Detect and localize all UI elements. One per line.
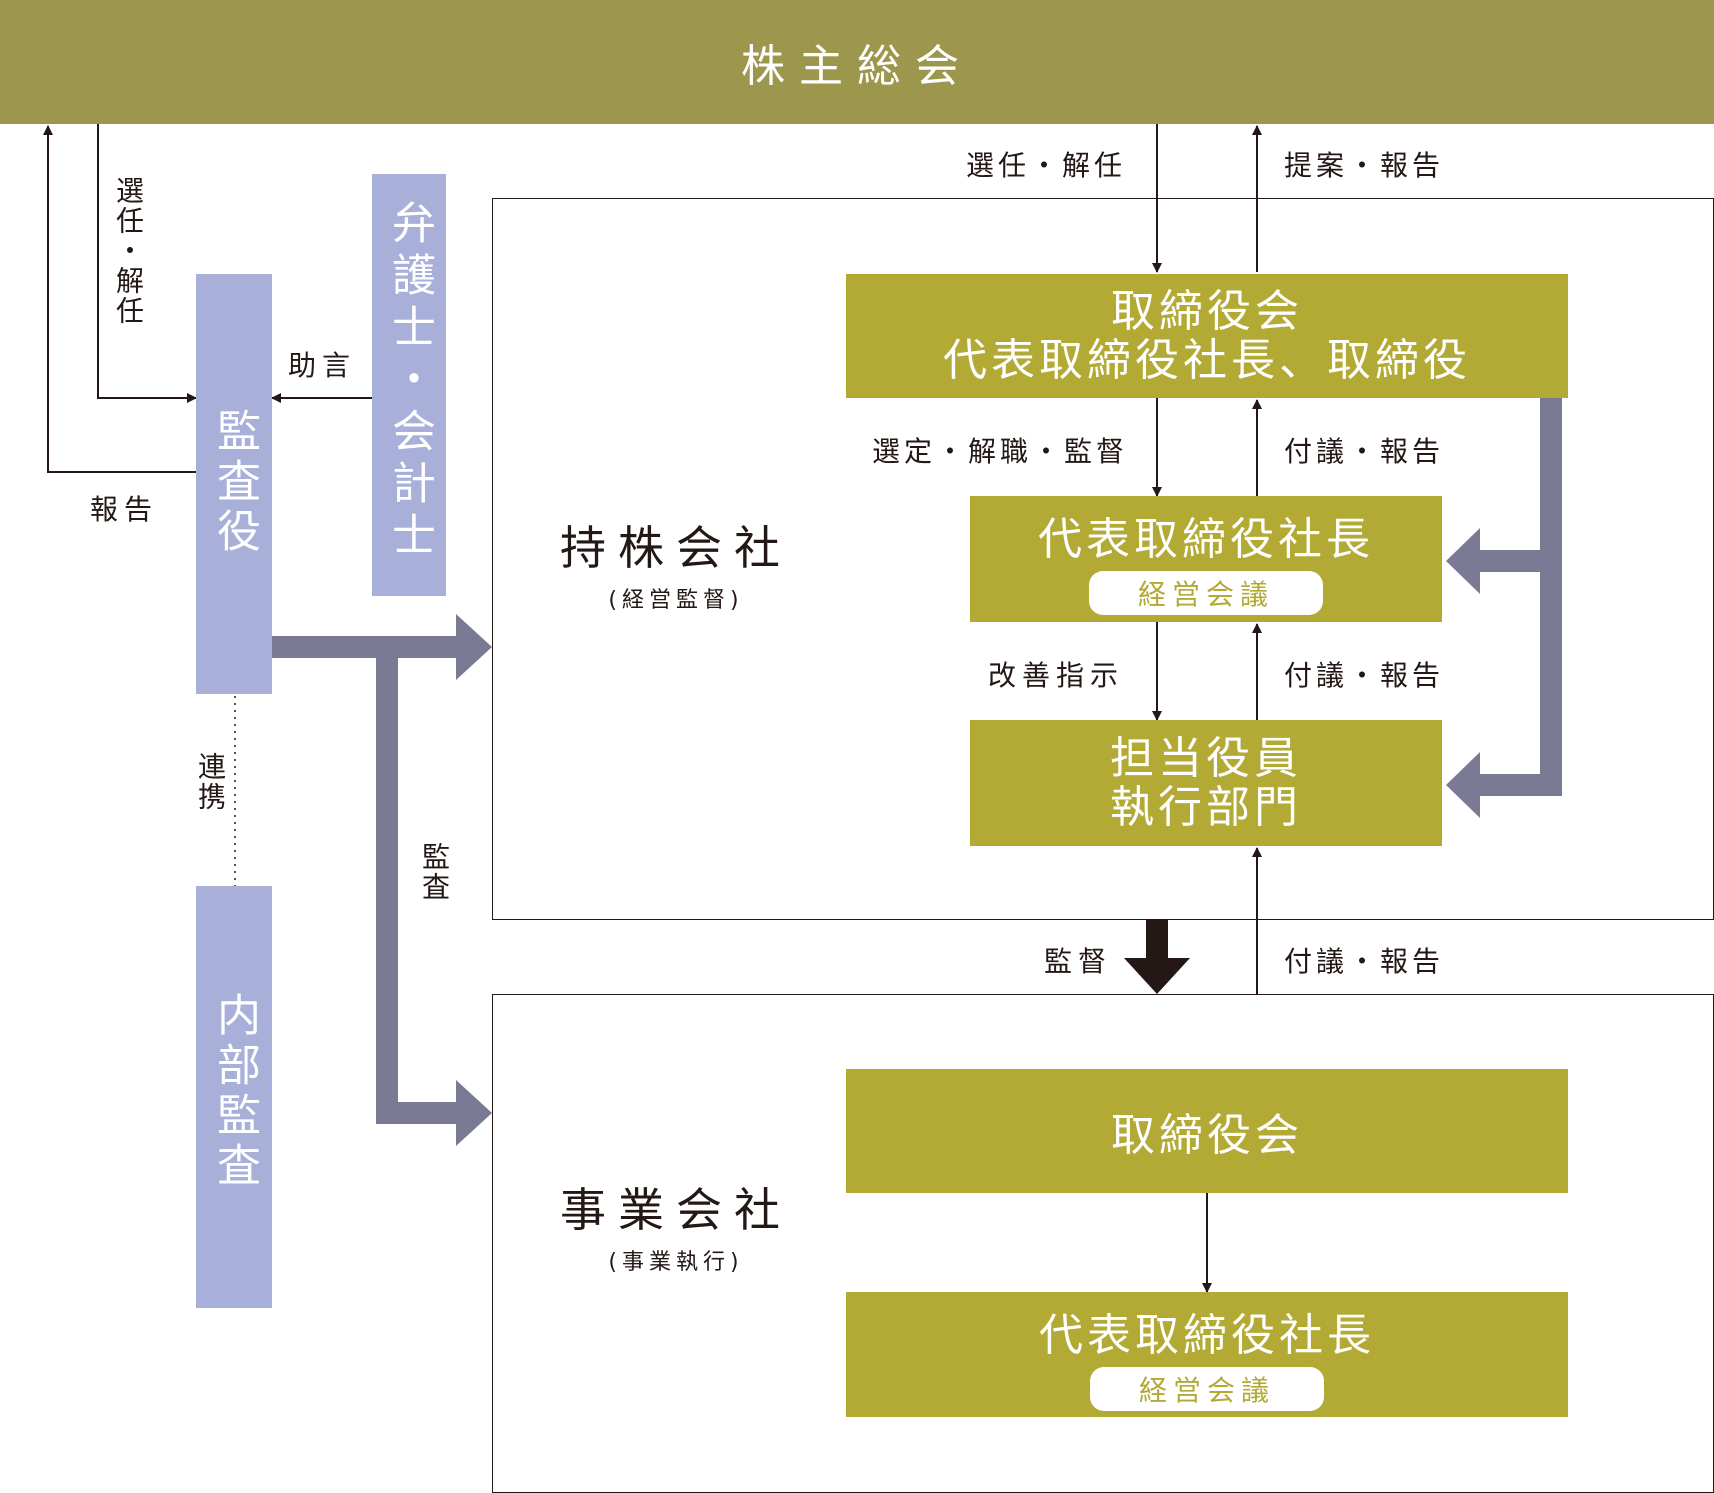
select-dismiss-supervise-label: 選定・解職・監督 <box>872 435 1129 468</box>
op-president-title: 代表取締役社長 <box>1039 1309 1375 1361</box>
supervision-arrowhead <box>1124 958 1190 994</box>
audit-bar-horizontal <box>272 636 458 658</box>
refer-report-label-1: 付議・報告 <box>1284 435 1445 468</box>
op-board-box: 取締役会 <box>846 1069 1568 1193</box>
shareholders-meeting-banner: 株主総会 <box>0 0 1714 124</box>
internal-audit-label: 内部監査 <box>209 992 260 1192</box>
holding-officers-line2: 執行部門 <box>1110 782 1302 833</box>
board-to-president-bar <box>1478 550 1562 572</box>
holding-company-role: (経営監督) <box>608 588 744 613</box>
supervision-label: 監督 <box>1044 945 1113 978</box>
board-to-officers-arrowhead <box>1446 752 1480 818</box>
holding-board-line1: 取締役会 <box>1111 285 1303 337</box>
operating-company-title: 事業会社 <box>560 1183 792 1237</box>
holding-management-meeting-pill: 経営会議 <box>1089 571 1323 615</box>
operating-company-name: 事業会社 (事業執行) <box>560 1174 792 1276</box>
audit-bar-to-operating <box>376 1102 458 1124</box>
appoint-dismiss-top-label: 選任・解任 <box>966 149 1127 182</box>
op-president-box: 代表取締役社長 経営会議 <box>846 1292 1568 1417</box>
improvement-instruction-label: 改善指示 <box>988 659 1125 692</box>
op-board-label: 取締役会 <box>1111 1110 1303 1161</box>
board-to-president-arrowhead <box>1446 528 1480 594</box>
advisors-box: 弁護士・会計士 <box>372 174 446 596</box>
audit-bar-vertical <box>376 636 398 1124</box>
refer-report-label-2: 付議・報告 <box>1284 659 1445 692</box>
board-side-bar-vertical <box>1540 398 1562 796</box>
holding-company-name: 持株会社 (経営監督) <box>560 512 792 614</box>
op-management-meeting-pill: 経営会議 <box>1090 1366 1324 1411</box>
holding-president-title: 代表取締役社長 <box>1038 514 1374 565</box>
auditor-label: 監査役 <box>209 408 260 558</box>
auditor-box: 監査役 <box>196 274 272 694</box>
holding-officers-line1: 担当役員 <box>1110 732 1302 784</box>
holding-board-box: 取締役会 代表取締役社長、取締役 <box>846 274 1568 398</box>
propose-report-label: 提案・報告 <box>1284 149 1445 182</box>
board-to-officers-bar <box>1478 774 1562 796</box>
holding-board-line2: 代表取締役社長、取締役 <box>943 335 1471 386</box>
advice-label: 助言 <box>288 349 357 382</box>
holding-officers-box: 担当役員 執行部門 <box>970 720 1442 846</box>
internal-audit-box: 内部監査 <box>196 886 272 1308</box>
holding-president-box: 代表取締役社長 経営会議 <box>970 496 1442 622</box>
supervision-arrow-shaft <box>1146 920 1168 960</box>
audit-label: 監査 <box>418 842 451 902</box>
holding-company-title: 持株会社 <box>560 521 792 575</box>
appoint-arrow-to-auditor <box>97 124 197 403</box>
audit-arrowhead-operating <box>456 1080 492 1146</box>
shareholders-meeting-label: 株主総会 <box>741 41 973 92</box>
audit-arrowhead-holding <box>456 614 492 680</box>
report-left-label: 報告 <box>90 493 159 526</box>
report-arrow-to-shareholders <box>43 125 196 473</box>
appoint-dismiss-vertical-label: 選任・解任 <box>112 176 145 326</box>
advisors-label: 弁護士・会計士 <box>384 200 435 564</box>
refer-report-label-3: 付議・報告 <box>1284 945 1445 978</box>
cooperation-label: 連携 <box>194 752 227 812</box>
operating-company-role: (事業執行) <box>608 1250 744 1275</box>
